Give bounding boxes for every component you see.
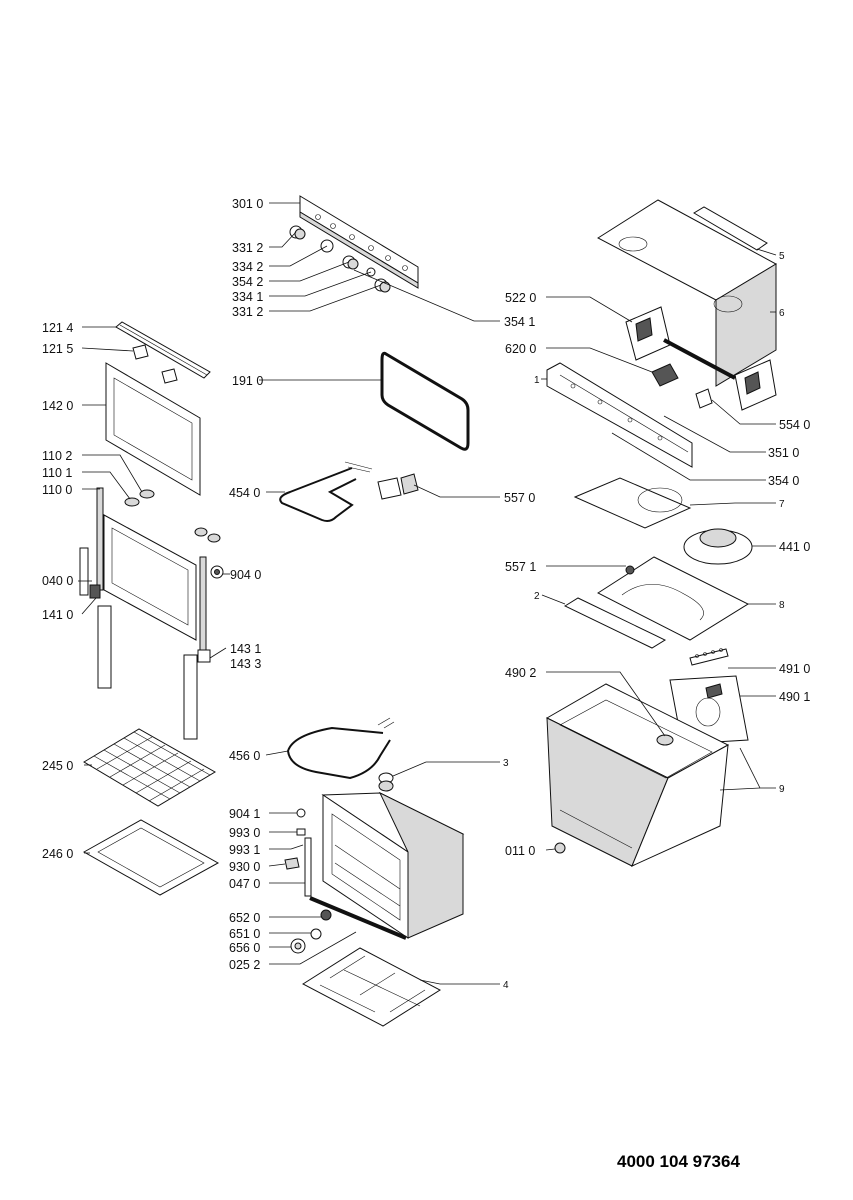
label-354-2: 354 2 — [232, 275, 263, 289]
label-993-0: 993 0 — [229, 826, 260, 840]
label-620-0: 620 0 — [505, 342, 536, 356]
label-142-0: 142 0 — [42, 399, 73, 413]
label-9: 9 — [779, 784, 785, 795]
door-seal-strips-part — [97, 605, 198, 740]
label-456-0: 456 0 — [229, 749, 260, 763]
label-904-0: 904 0 — [230, 568, 261, 582]
oven-cavity-part — [321, 791, 465, 939]
label-8: 8 — [779, 600, 785, 611]
label-930-0: 930 0 — [229, 860, 260, 874]
label-652-0: 652 0 — [229, 911, 260, 925]
outer-door-glass-part — [105, 362, 201, 496]
label-522-0: 522 0 — [505, 291, 536, 305]
label-6: 6 — [779, 308, 785, 319]
label-904-1: 904 1 — [229, 807, 260, 821]
label-651-0: 651 0 — [229, 927, 260, 941]
label-011-0: 011 0 — [505, 844, 535, 858]
label-490-2: 490 2 — [505, 666, 536, 680]
label-334-1: 334 1 — [232, 290, 263, 304]
fan-knob-parts — [290, 909, 332, 954]
terminal-block-part — [651, 363, 713, 409]
label-110-2: 110 2 — [42, 449, 72, 463]
label-331-2a: 331 2 — [232, 241, 263, 255]
bottom-tray-part — [302, 947, 441, 1027]
handle-bracket-part — [132, 344, 178, 384]
label-141-0: 141 0 — [42, 608, 73, 622]
support-bracket-part — [546, 362, 693, 468]
label-331-2b: 331 2 — [232, 305, 263, 319]
part-labels: 301 0 331 2 334 2 354 2 334 1 331 2 354 … — [42, 197, 810, 991]
outer-casing-part — [545, 683, 730, 867]
cavity-seal-part — [309, 896, 407, 940]
label-143-1: 143 1 — [230, 642, 261, 656]
label-1: 1 — [534, 375, 540, 386]
cavity-small-parts — [284, 808, 312, 897]
label-7: 7 — [779, 499, 785, 510]
label-441-0: 441 0 — [779, 540, 810, 554]
label-490-1: 490 1 — [779, 690, 810, 704]
document-number: 4000 104 97364 — [617, 1152, 740, 1171]
wire-shelf-part — [83, 728, 216, 807]
label-557-1: 557 1 — [505, 560, 536, 574]
inner-door-glass-part — [103, 514, 197, 641]
label-246-0: 246 0 — [42, 847, 73, 861]
top-panel-part — [597, 199, 778, 387]
door-knob-part — [210, 565, 224, 579]
label-121-5: 121 5 — [42, 342, 73, 356]
thermostat-part — [377, 473, 419, 500]
label-110-0: 110 0 — [42, 483, 72, 497]
lamp-part — [378, 772, 394, 792]
label-040-0: 040 0 — [42, 574, 73, 588]
label-454-0: 454 0 — [229, 486, 260, 500]
door-gasket-part — [380, 351, 470, 451]
label-354-0: 354 0 — [768, 474, 799, 488]
label-3: 3 — [503, 758, 509, 769]
label-301-0: 301 0 — [232, 197, 263, 211]
door-handle-part — [115, 321, 211, 379]
label-191-0: 191 0 — [232, 374, 263, 388]
rear-panel-part — [563, 556, 750, 649]
fan-motor-part — [683, 528, 753, 565]
grill-element-part — [279, 461, 373, 522]
fan-blade-part — [656, 734, 674, 746]
label-354-1: 354 1 — [504, 315, 535, 329]
label-245-0: 245 0 — [42, 759, 73, 773]
baking-tray-part — [82, 819, 220, 896]
door-pads-part — [124, 489, 221, 543]
label-047-0: 047 0 — [229, 877, 260, 891]
label-993-1: 993 1 — [229, 843, 260, 857]
label-334-2: 334 2 — [232, 260, 263, 274]
control-panel-part — [299, 195, 419, 289]
label-656-0: 656 0 — [229, 941, 260, 955]
label-5: 5 — [779, 251, 785, 262]
label-121-4: 121 4 — [42, 321, 73, 335]
selector-switch-part — [625, 306, 777, 411]
door-hinge-part — [79, 487, 211, 663]
label-2: 2 — [534, 591, 540, 602]
label-491-0: 491 0 — [779, 662, 810, 676]
label-351-0: 351 0 — [768, 446, 799, 460]
label-557-0: 557 0 — [504, 491, 535, 505]
label-554-0: 554 0 — [779, 418, 810, 432]
foot-part — [554, 842, 566, 854]
label-4: 4 — [503, 980, 509, 991]
label-110-1: 110 1 — [42, 466, 72, 480]
terminal-strip-part — [689, 648, 729, 666]
label-025-2: 025 2 — [229, 958, 260, 972]
lower-element-part — [286, 717, 395, 780]
fan-cover-part — [573, 477, 692, 529]
label-143-3: 143 3 — [230, 657, 261, 671]
leader-lines — [78, 202, 777, 985]
